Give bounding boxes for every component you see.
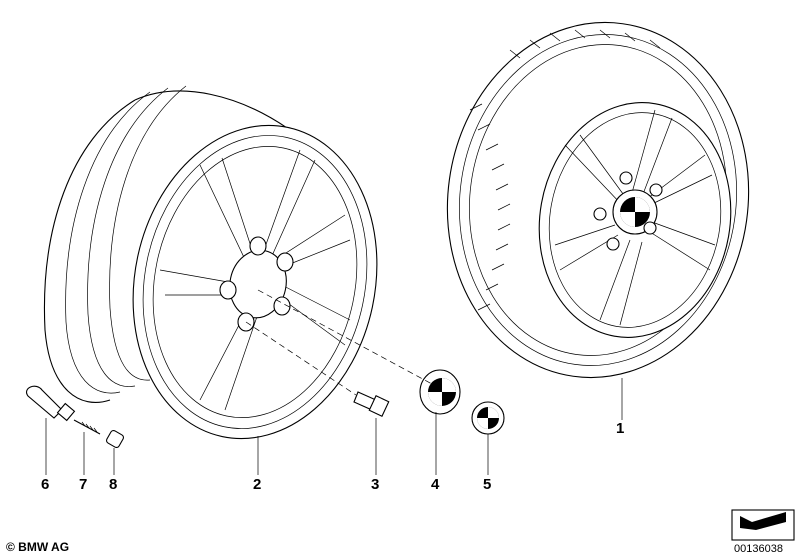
complete-wheel-illustration: [446, 21, 750, 379]
hub-cap-illustration: [419, 369, 461, 415]
wheel-bolt-illustration: [353, 391, 390, 417]
callout-5: 5: [483, 476, 492, 493]
emblem-illustration: [471, 401, 505, 435]
callout-1: 1: [616, 420, 625, 437]
valve-cap-illustration: [105, 429, 125, 449]
document-marker: [731, 509, 795, 541]
valve-core-illustration: [73, 419, 101, 435]
callout-4: 4: [431, 476, 440, 493]
callout-7: 7: [79, 476, 88, 493]
valve-illustration: [26, 385, 76, 422]
callout-6: 6: [41, 476, 50, 493]
copyright-text: © BMW AG: [6, 540, 70, 554]
document-number: 00136038: [734, 543, 783, 555]
callout-3: 3: [371, 476, 380, 493]
leader-lines: [45, 289, 623, 475]
alloy-rim-illustration: [43, 85, 378, 440]
callout-2: 2: [253, 476, 262, 493]
callout-8: 8: [109, 476, 118, 493]
